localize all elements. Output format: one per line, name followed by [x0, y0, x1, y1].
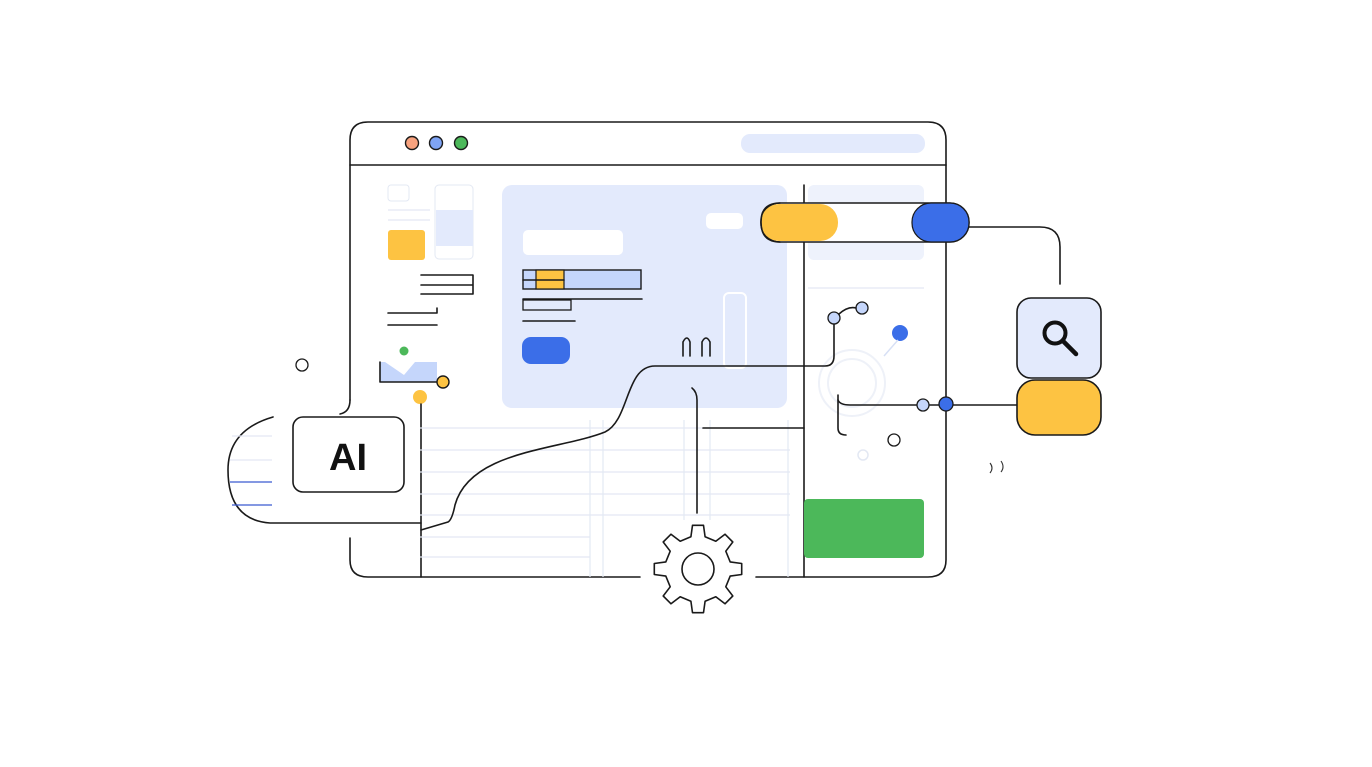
- toggle-switch[interactable]: [760, 202, 970, 243]
- connector-line: [420, 323, 835, 531]
- tag-placeholder[interactable]: [706, 213, 743, 229]
- input-placeholder[interactable]: [522, 299, 572, 311]
- sidebar-card-fill: [436, 210, 473, 246]
- maximize-dot[interactable]: [453, 135, 469, 151]
- green-block[interactable]: [804, 499, 924, 558]
- content-panel: [502, 185, 787, 408]
- primary-button[interactable]: [522, 337, 570, 364]
- ai-badge[interactable]: [292, 416, 405, 493]
- address-bar[interactable]: [741, 134, 925, 153]
- sidebar: [379, 184, 474, 578]
- sidebar-thumb: [387, 184, 410, 202]
- connector-line: [837, 399, 1019, 406]
- minimize-dot[interactable]: [428, 135, 444, 151]
- table-lines: [420, 420, 790, 577]
- node: [827, 311, 841, 325]
- arch-icon: [682, 337, 711, 357]
- ai-badge-group: AI: [227, 399, 422, 524]
- search-button[interactable]: [1016, 297, 1102, 379]
- close-dot[interactable]: [404, 135, 420, 151]
- search-icon: [1042, 320, 1079, 357]
- right-panel: [803, 184, 924, 578]
- window-frame: [349, 121, 947, 578]
- connector-node: [436, 375, 450, 389]
- heading-placeholder: [523, 230, 623, 255]
- sidebar-yellow-block: [388, 230, 425, 260]
- sidebar-lines: [387, 307, 438, 326]
- connector-line: [968, 226, 1061, 285]
- sidebar-list-icon: [420, 274, 474, 295]
- window-frame-bottom: [349, 537, 641, 578]
- gear-stem: [691, 387, 698, 514]
- connector-line: [837, 394, 847, 436]
- node: [855, 301, 869, 315]
- blue-node: [892, 325, 908, 341]
- gear-icon[interactable]: [653, 524, 743, 614]
- yellow-node: [413, 390, 427, 404]
- yellow-action-button[interactable]: [1016, 379, 1102, 436]
- green-pin: [399, 346, 409, 356]
- ai-label: AI: [329, 437, 367, 479]
- main-panel: [420, 185, 790, 577]
- browser-window: [349, 121, 947, 578]
